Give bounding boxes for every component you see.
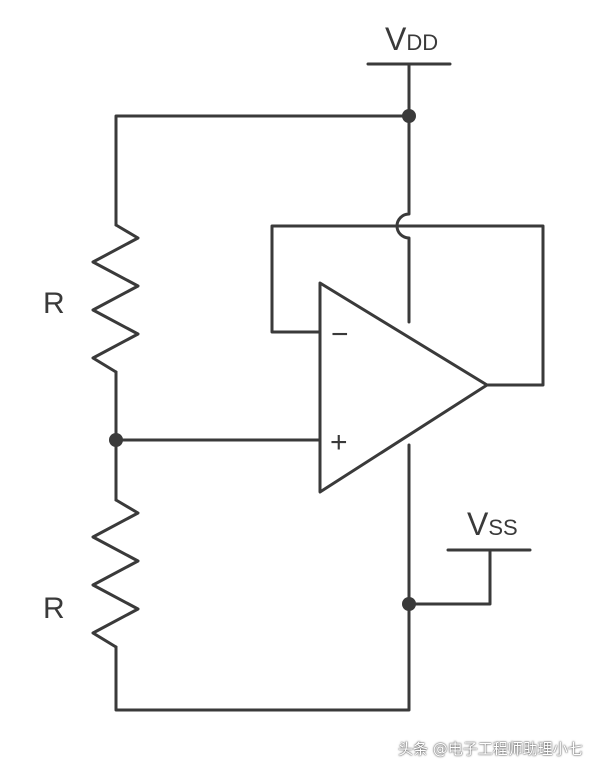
feedback-loop [270, 224, 545, 387]
labels: VDD VSS R R − + [43, 21, 518, 625]
resistor-bottom [91, 498, 140, 649]
junctions [109, 109, 416, 611]
junction-mid [109, 433, 123, 447]
top-rail [114, 114, 411, 227]
watermark: 头条 @电子工程师助理小七 [398, 740, 583, 758]
bottom-rail [114, 602, 411, 712]
vdd-to-opamp [395, 114, 411, 324]
wires [91, 62, 545, 712]
opamp-triangle [318, 281, 489, 494]
vss-branch [407, 548, 492, 606]
vdd-label: VDD [385, 21, 438, 57]
noninverting-input-symbol: + [330, 426, 348, 459]
resistor-top [91, 223, 140, 374]
junction-vss [402, 597, 416, 611]
junction-vdd [402, 109, 416, 123]
vss-label: VSS [467, 506, 518, 542]
resistor-bottom-label: R [43, 592, 65, 625]
resistor-top-label: R [43, 287, 65, 320]
inverting-input-symbol: − [331, 318, 349, 351]
